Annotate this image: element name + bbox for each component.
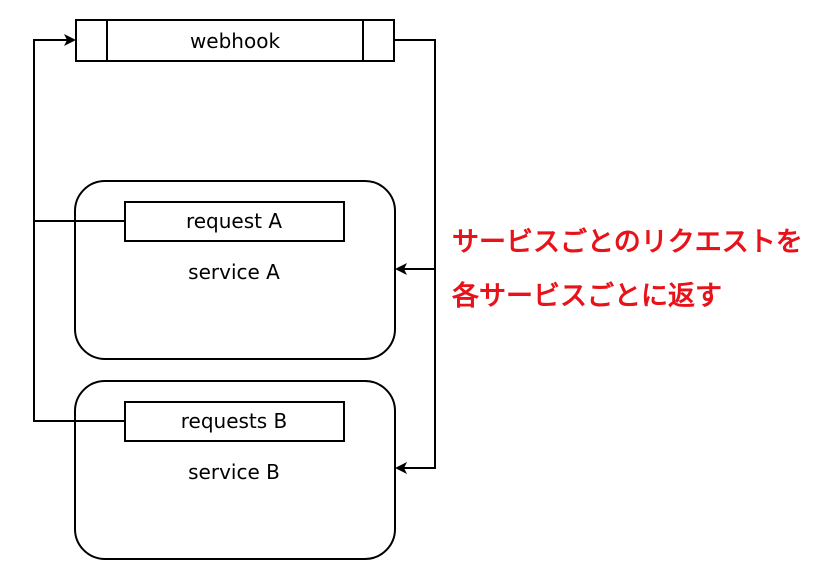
webhook-box xyxy=(75,19,395,62)
annotation-text: サービスごとのリクエストを 各サービスごとに返す xyxy=(452,216,803,324)
service-b-label: service B xyxy=(188,460,280,484)
webhook-node: webhook xyxy=(75,19,395,62)
annotation-line-1: サービスごとのリクエストを xyxy=(452,227,803,258)
connector-request-b-to-webhook xyxy=(33,34,125,422)
service-a-node: request A service A xyxy=(74,180,396,360)
request-a-box xyxy=(124,201,345,242)
request-b-label: requests B xyxy=(181,409,288,433)
service-a-label: service A xyxy=(188,260,280,284)
annotation-line-2: 各サービスごとに返す xyxy=(452,281,722,312)
request-a-label: request A xyxy=(186,209,282,233)
connector-webhook-to-service-b xyxy=(394,39,436,474)
webhook-label: webhook xyxy=(190,29,281,53)
service-b-node: requests B service B xyxy=(74,380,396,560)
